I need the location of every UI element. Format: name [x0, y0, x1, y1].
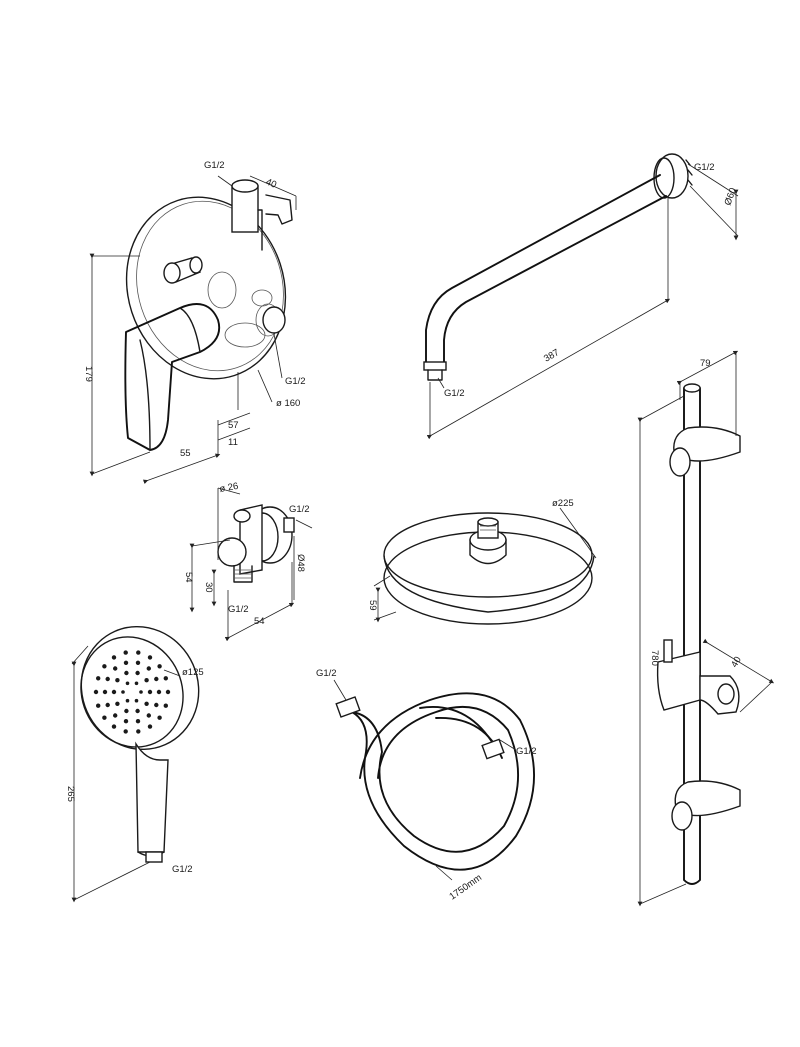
nozzle-dot [139, 690, 143, 694]
elbow-diameter-label: ø 26 [219, 481, 240, 495]
bar-height-label: 780 [649, 650, 660, 666]
nozzle-dot [144, 678, 149, 683]
mixer-depth-label: 40 [264, 177, 278, 191]
nozzle-dot [125, 681, 130, 686]
mixer-height-label: 179 [83, 366, 94, 382]
wall-elbow [189, 487, 313, 642]
nozzle-dot [115, 678, 120, 683]
nozzle-dot [135, 719, 141, 724]
nozzle-dot [113, 666, 118, 671]
nozzle-dot [111, 689, 117, 695]
nozzle-dot [123, 719, 129, 724]
bar-holder-depth-label: 40 [729, 655, 744, 670]
hose-thread-left-label: G1/2 [316, 668, 337, 679]
nozzle-dot [136, 650, 141, 655]
nozzle-dot [156, 689, 162, 695]
nozzle-dot [113, 713, 118, 718]
rain-shower-head [373, 507, 597, 625]
arm-thread-bottom-label: G1/2 [444, 388, 465, 399]
nozzle-dot [115, 701, 120, 706]
nozzle-grid [93, 650, 171, 734]
arm-flange-diameter-label: Ø60 [722, 186, 738, 207]
nozzle-dot [123, 650, 128, 655]
mixer-dim-11-label: 11 [228, 437, 238, 448]
bar-width-label: 79 [700, 358, 711, 369]
handshower-diameter-label: ø125 [182, 667, 204, 678]
elbow-height-label: 54 [183, 572, 194, 583]
elbow-offset-label: 30 [203, 582, 214, 593]
nozzle-dot [96, 703, 101, 708]
arm-thread-top-label: G1/2 [694, 162, 715, 173]
nozzle-dot [102, 715, 107, 720]
nozzle-dot [93, 689, 99, 695]
nozzle-dot [135, 660, 141, 665]
nozzle-dot [102, 664, 107, 669]
nozzle-dot [121, 690, 125, 694]
nozzle-dot [105, 702, 110, 708]
mixer-dim-57-label: 57 [228, 420, 239, 431]
nozzle-dot [111, 724, 117, 729]
head-diameter-label: ø225 [552, 498, 574, 509]
nozzle-dot [136, 729, 141, 734]
nozzle-dot [96, 676, 101, 681]
elbow-thread-label: G1/2 [289, 504, 310, 515]
mixer-plate-diameter-label: ø 160 [276, 398, 300, 409]
nozzle-dot [125, 698, 130, 703]
nozzle-dot [157, 664, 162, 669]
nozzle-dot [146, 666, 151, 671]
nozzle-dot [163, 676, 168, 681]
nozzle-dot [154, 702, 159, 708]
nozzle-dot [134, 681, 139, 686]
mixer-dim-55-label: 55 [180, 448, 191, 459]
nozzle-dot [123, 660, 129, 665]
nozzle-dot [102, 689, 108, 695]
handshower-length-label: 265 [65, 786, 76, 802]
nozzle-dot [134, 698, 139, 703]
nozzle-dot [165, 689, 171, 695]
shower-hose [333, 679, 535, 881]
nozzle-dot [147, 689, 153, 695]
nozzle-dot [147, 655, 153, 660]
nozzle-dot [146, 713, 151, 718]
nozzle-dot [124, 708, 129, 714]
slide-bar [637, 350, 775, 907]
hose-thread-right-label: G1/2 [516, 746, 537, 757]
nozzle-dot [147, 724, 153, 729]
elbow-bottom-thread-label: G1/2 [228, 604, 249, 615]
nozzle-dot [144, 701, 149, 706]
head-height-label: 59 [367, 600, 378, 611]
nozzle-dot [135, 708, 140, 714]
elbow-flange-label: Ø48 [295, 554, 306, 572]
hose-length-label: 1750mm [447, 872, 484, 902]
handshower-thread-label: G1/2 [172, 864, 193, 875]
nozzle-dot [124, 670, 129, 676]
mixer-outlet-label: G1/2 [285, 376, 306, 387]
arm-length-label: 387 [542, 347, 561, 364]
nozzle-dot [154, 676, 159, 682]
nozzle-dot [163, 703, 168, 708]
nozzle-dot [123, 729, 128, 734]
mixer-inlet-label: G1/2 [204, 160, 225, 171]
nozzle-dot [111, 655, 117, 660]
nozzle-dot [135, 670, 140, 676]
nozzle-dot [105, 676, 110, 682]
nozzle-dot [157, 715, 162, 720]
elbow-width-label: 54 [254, 616, 265, 627]
concealed-mixer [89, 175, 297, 485]
shower-arm [423, 153, 739, 440]
hand-shower [71, 625, 200, 903]
